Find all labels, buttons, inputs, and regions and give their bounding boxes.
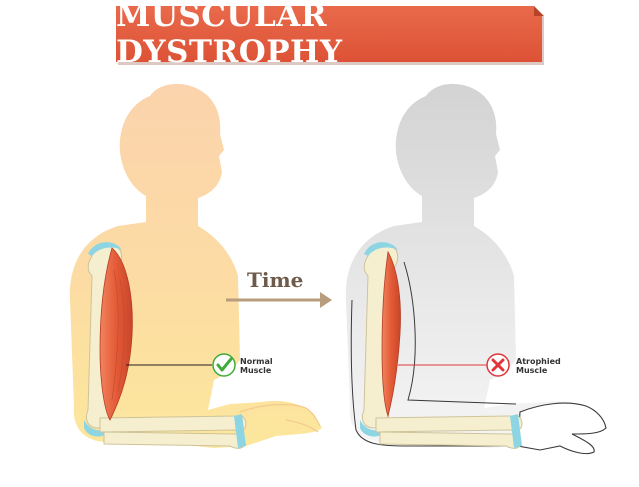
healthy-forearm-bone-upper <box>99 415 247 433</box>
affected-wrist-joint <box>510 414 522 448</box>
healthy-wrist-joint <box>234 414 246 448</box>
atrophied-muscle-label: Atrophied Muscle <box>516 357 576 375</box>
check-icon <box>216 357 233 372</box>
banner-fold <box>534 6 544 16</box>
cross-icon <box>491 358 505 372</box>
normal-muscle-line2: Muscle <box>240 366 272 375</box>
affected-silhouette <box>345 83 602 449</box>
healthy-figure <box>69 83 322 449</box>
normal-muscle-label: Normal Muscle <box>240 357 288 375</box>
healthy-forearm-bone-lower <box>103 431 245 449</box>
affected-hand <box>517 402 607 455</box>
healthy-biceps-muscle <box>99 247 133 421</box>
affected-figure <box>345 83 607 455</box>
time-label: Time <box>247 268 304 292</box>
healthy-hand-outline <box>239 403 321 433</box>
healthy-shoulder-joint <box>88 242 122 256</box>
affected-shoulder-joint <box>364 242 398 256</box>
affected-forearm-bone-upper <box>375 415 523 433</box>
normal-muscle-line1: Normal <box>240 357 273 366</box>
atrophied-muscle-line1: Atrophied <box>516 357 561 366</box>
healthy-callout-badge <box>212 353 236 377</box>
healthy-muscle-striation <box>111 269 125 401</box>
time-arrow <box>226 292 332 308</box>
affected-arm-outline <box>350 261 520 447</box>
time-arrow-head <box>320 292 332 308</box>
affected-biceps-muscle <box>381 250 401 418</box>
healthy-silhouette <box>69 83 322 449</box>
atrophied-muscle-line2: Muscle <box>516 366 548 375</box>
title-banner: MUSCULAR DYSTROPHY <box>116 0 544 70</box>
